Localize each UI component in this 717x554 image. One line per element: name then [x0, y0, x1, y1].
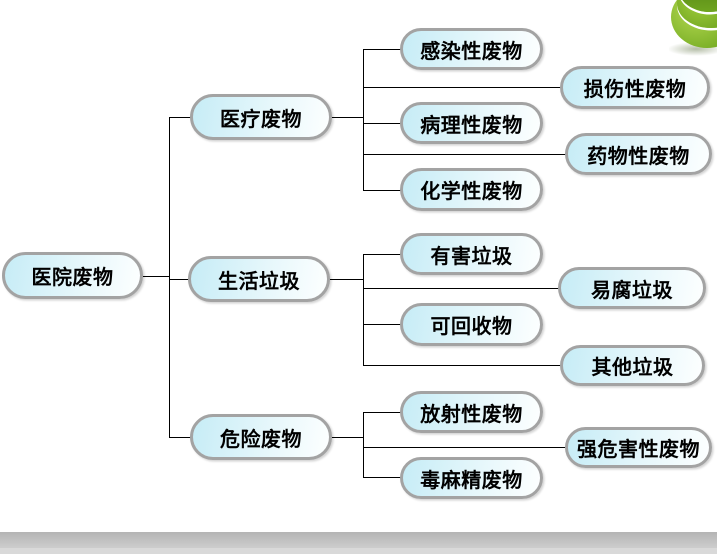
node-pathological-waste: 病理性废物 [400, 102, 543, 144]
connector-line [169, 117, 171, 438]
connector-line [363, 49, 365, 191]
connector-line [332, 437, 364, 439]
connector-line [143, 276, 170, 278]
connector-line [363, 87, 564, 89]
connector-line [363, 254, 401, 256]
node-narcotic-waste: 毒麻精废物 [400, 457, 543, 499]
connector-line [363, 254, 365, 366]
connector-line [363, 412, 365, 477]
node-harmful-garbage: 有害垃圾 [400, 233, 543, 275]
node-perishable-garbage: 易腐垃圾 [558, 267, 706, 309]
node-recyclable-garbage: 可回收物 [400, 303, 543, 346]
node-hazardous-waste: 危险废物 [190, 414, 332, 460]
connector-line [169, 279, 189, 281]
connector-line [363, 477, 401, 479]
node-domestic-waste: 生活垃圾 [188, 256, 330, 302]
node-medical-waste: 医疗废物 [190, 94, 332, 140]
node-radioactive-waste: 放射性废物 [400, 391, 543, 433]
connector-line [363, 365, 563, 367]
footer-strip [0, 548, 717, 554]
connector-line [330, 279, 364, 281]
connector-line [363, 447, 569, 449]
node-hospital-waste: 医院废物 [2, 252, 143, 299]
footer-bar [0, 532, 717, 548]
connector-line [363, 190, 401, 192]
node-sharps-waste: 损伤性废物 [560, 66, 710, 109]
connector-line [363, 154, 569, 156]
node-highly-hazardous-waste: 强危害性废物 [565, 427, 712, 468]
connector-line [169, 117, 191, 119]
node-infectious-waste: 感染性废物 [400, 28, 543, 70]
connector-line [363, 49, 401, 51]
connector-line [363, 412, 401, 414]
node-pharmaceutical-waste: 药物性废物 [565, 133, 712, 175]
node-chemical-waste: 化学性废物 [400, 168, 543, 211]
node-other-garbage: 其他垃圾 [560, 345, 705, 386]
connector-line [363, 288, 562, 290]
green-apple-corner-icon [669, 0, 717, 58]
connector-line [363, 123, 401, 125]
connector-line [332, 117, 364, 119]
connector-line [169, 437, 191, 439]
connector-line [363, 324, 401, 326]
